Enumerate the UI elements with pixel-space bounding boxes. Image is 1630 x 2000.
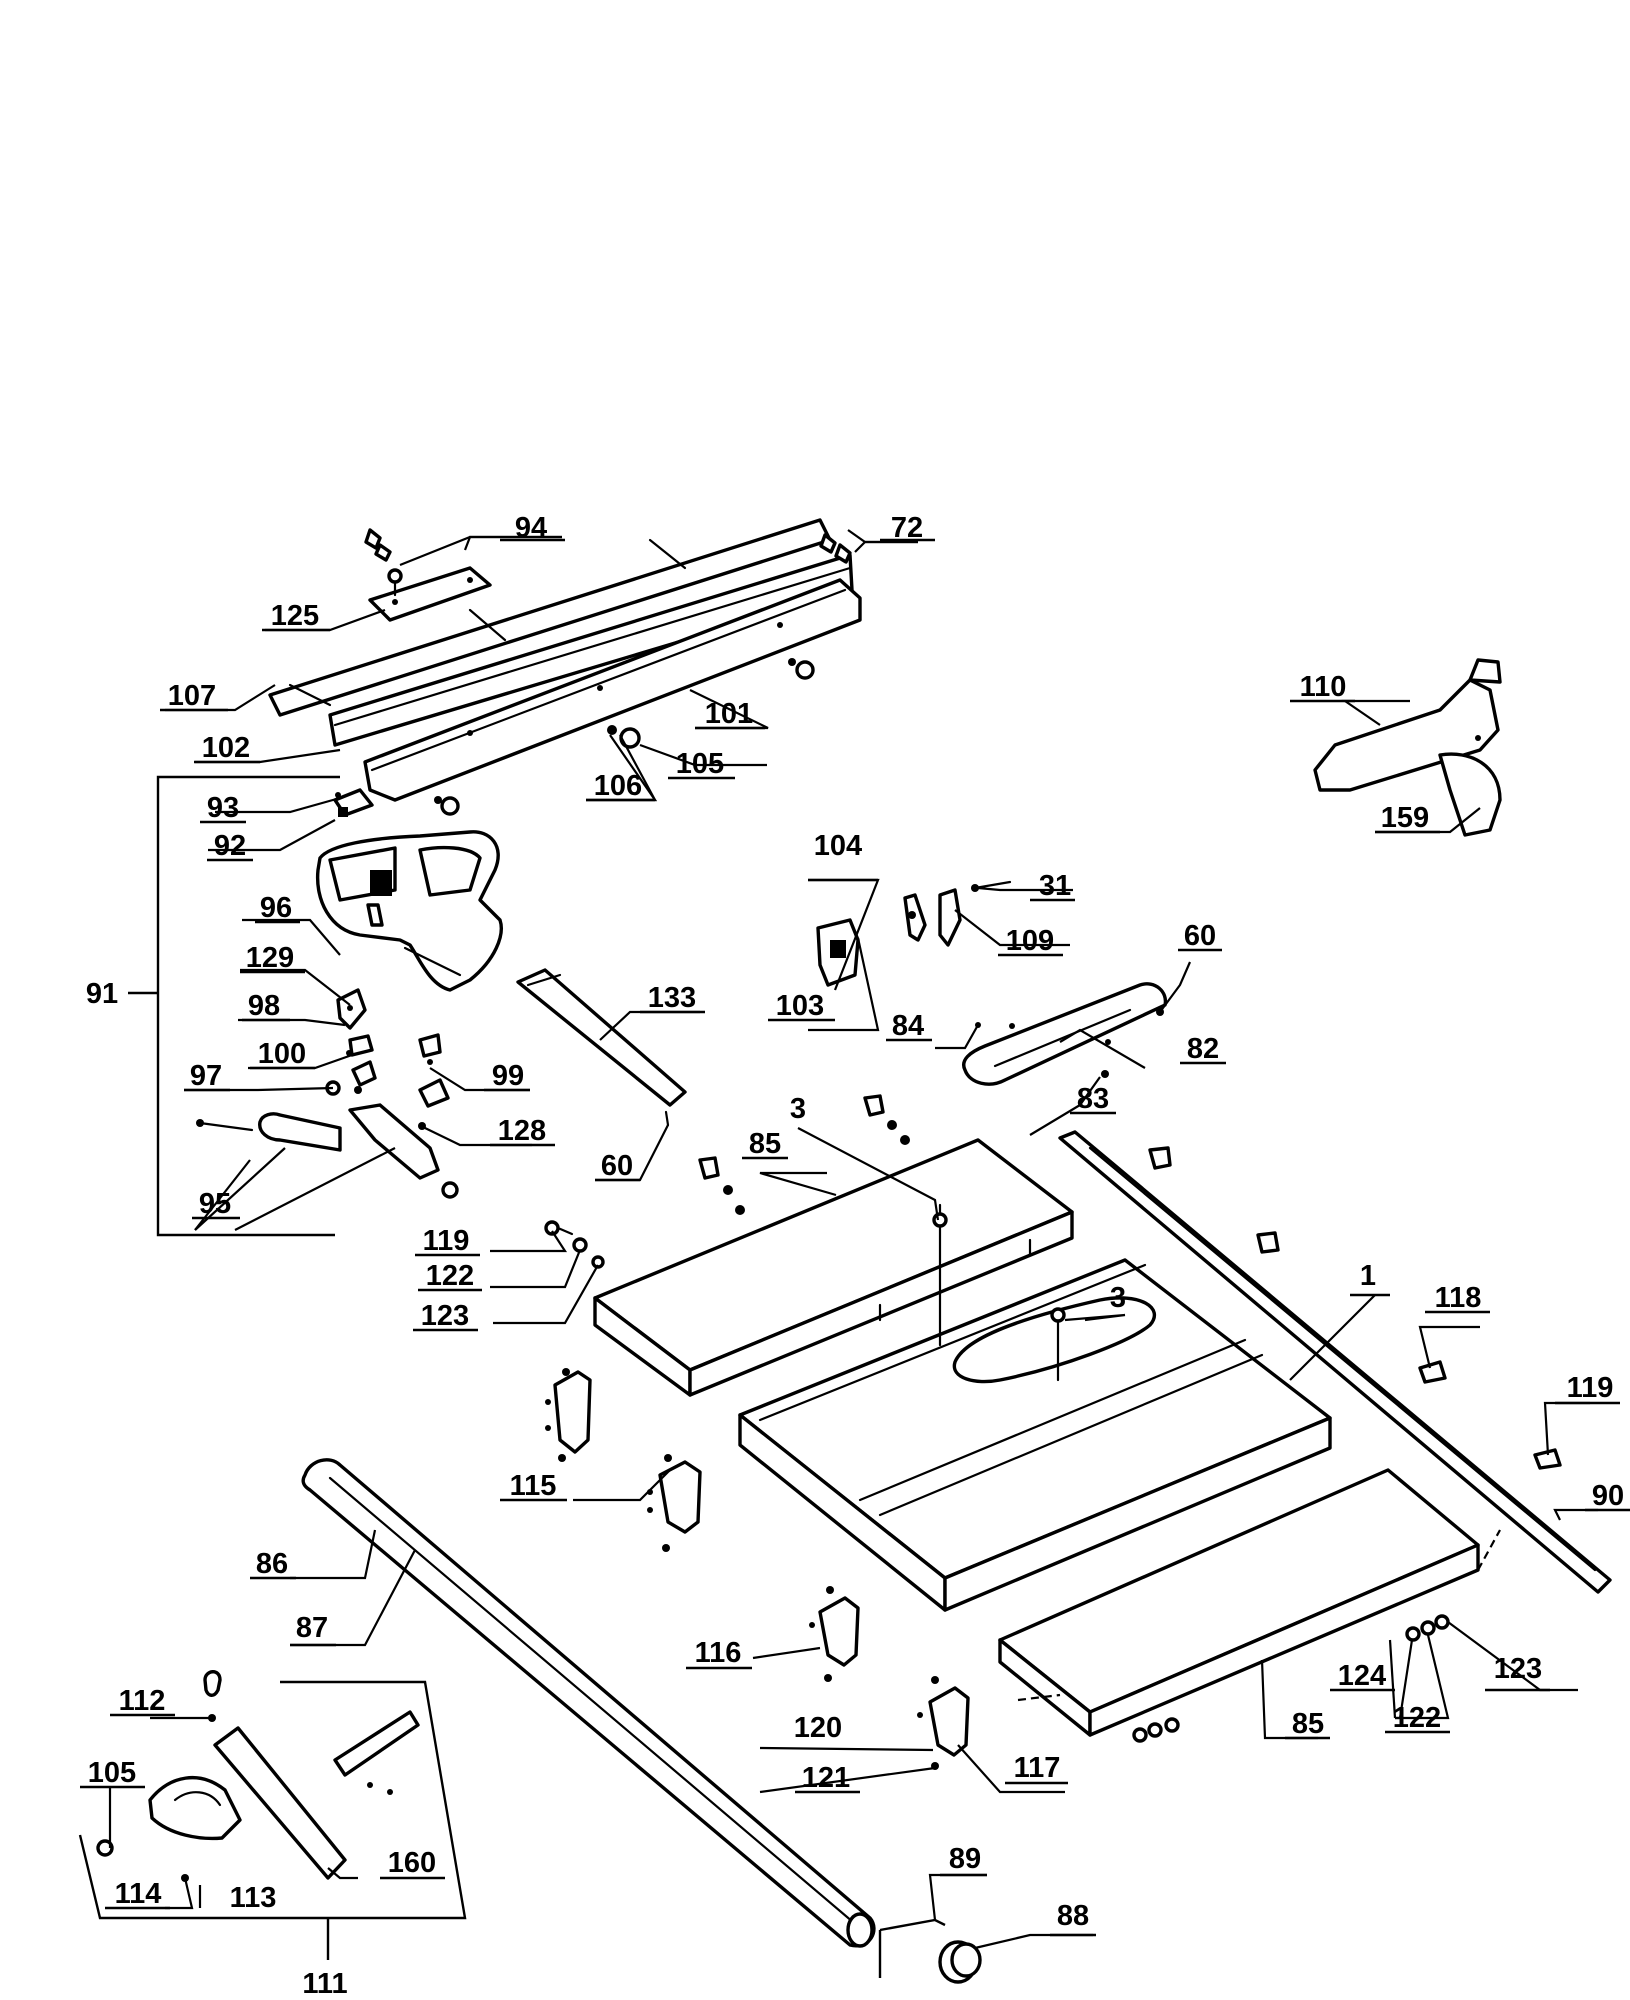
assembly-bracket-91: [128, 775, 340, 1237]
label-97: 97: [190, 1060, 222, 1092]
side-rail: [1058, 1130, 1612, 1594]
label-31: 31: [1039, 870, 1071, 902]
label-88: 88: [1057, 1900, 1089, 1932]
label-1: 1: [1360, 1260, 1376, 1292]
fasteners: [544, 1094, 1562, 1743]
label-159: 159: [1381, 802, 1429, 834]
label-118: 118: [1435, 1282, 1482, 1314]
label-119: 119: [423, 1225, 470, 1257]
label-119-right: 119: [1567, 1372, 1614, 1404]
label-128: 128: [498, 1115, 546, 1147]
label-99: 99: [492, 1060, 524, 1092]
rip-fence-rail-front: [268, 518, 854, 747]
label-133: 133: [648, 982, 696, 1014]
label-110: 110: [1300, 671, 1347, 703]
support-bracket-3: [809, 1586, 860, 1682]
rail-knobs: [434, 658, 815, 816]
support-bracket-1: [545, 1368, 592, 1462]
label-123-right: 123: [1494, 1653, 1542, 1685]
label-123: 123: [421, 1300, 469, 1332]
label-106: 106: [594, 770, 642, 802]
label-122: 122: [426, 1260, 474, 1292]
part-labels: 94 72 125 107 102 101 106 105 110 159 93…: [80, 512, 1630, 2000]
label-129: 129: [246, 942, 294, 974]
label-112: 112: [119, 1685, 166, 1717]
label-113: 113: [230, 1882, 277, 1914]
label-60-plate: 60: [1184, 920, 1216, 952]
label-85: 85: [749, 1128, 781, 1160]
label-121: 121: [802, 1762, 850, 1794]
dashed-lines: [1017, 1529, 1501, 1702]
rip-fence-body: [315, 830, 503, 992]
label-95: 95: [199, 1188, 231, 1220]
label-122-right: 122: [1393, 1702, 1441, 1734]
label-85-right: 85: [1292, 1708, 1324, 1740]
label-93: 93: [207, 792, 239, 824]
riving-knife-parts: [816, 880, 1012, 987]
label-98: 98: [248, 990, 280, 1022]
label-114: 114: [115, 1878, 162, 1910]
label-3: 3: [790, 1093, 806, 1125]
label-90: 90: [1592, 1480, 1624, 1512]
label-105: 105: [676, 748, 724, 780]
fence-clamp-plate: [368, 566, 492, 622]
fence-handle: [196, 1103, 459, 1199]
main-table: [738, 1258, 1332, 1612]
label-103: 103: [776, 990, 824, 1022]
label-160: 160: [388, 1847, 436, 1879]
label-117: 117: [1014, 1752, 1061, 1784]
throat-plate: [962, 982, 1168, 1086]
label-124: 124: [1338, 1660, 1386, 1692]
label-91: 91: [86, 978, 118, 1010]
label-111: 111: [302, 1968, 347, 2000]
label-86: 86: [256, 1548, 288, 1580]
wrench: [878, 1918, 946, 1978]
label-92: 92: [214, 830, 246, 862]
fence-adjustment-parts: [325, 988, 450, 1130]
label-105-miter: 105: [88, 1757, 136, 1789]
support-bracket-2: [647, 1454, 702, 1552]
support-bracket-4: [917, 1676, 970, 1770]
label-109: 109: [1006, 925, 1054, 957]
label-107: 107: [168, 680, 216, 712]
label-115: 115: [510, 1470, 557, 1502]
label-120: 120: [794, 1712, 842, 1744]
label-94: 94: [515, 512, 547, 544]
front-rail-tube: [301, 1458, 876, 1948]
label-101: 101: [705, 698, 753, 730]
extension-table-left: [593, 1138, 1074, 1397]
label-82: 82: [1187, 1033, 1219, 1065]
label-72: 72: [891, 512, 923, 544]
label-100: 100: [258, 1038, 306, 1070]
label-102: 102: [202, 732, 250, 764]
assembly-bracket-111: [78, 1680, 467, 1960]
label-104: 104: [814, 830, 862, 862]
label-83: 83: [1077, 1083, 1109, 1115]
leader-lines: [108, 529, 1598, 1950]
label-89: 89: [949, 1843, 981, 1875]
label-3-table: 3: [1110, 1282, 1126, 1314]
fence-lock-cam: [333, 788, 374, 817]
miter-gauge: [96, 1670, 420, 1882]
label-60: 60: [601, 1150, 633, 1182]
rail-mounting-screws: [288, 528, 852, 707]
blade-guard: [1313, 658, 1502, 837]
knob: [938, 1940, 982, 1984]
label-125: 125: [271, 600, 319, 632]
label-96: 96: [260, 892, 292, 924]
label-87: 87: [296, 1612, 328, 1644]
rip-fence-rail-rear: [363, 578, 862, 802]
label-84: 84: [892, 1010, 924, 1042]
label-116: 116: [695, 1637, 742, 1669]
